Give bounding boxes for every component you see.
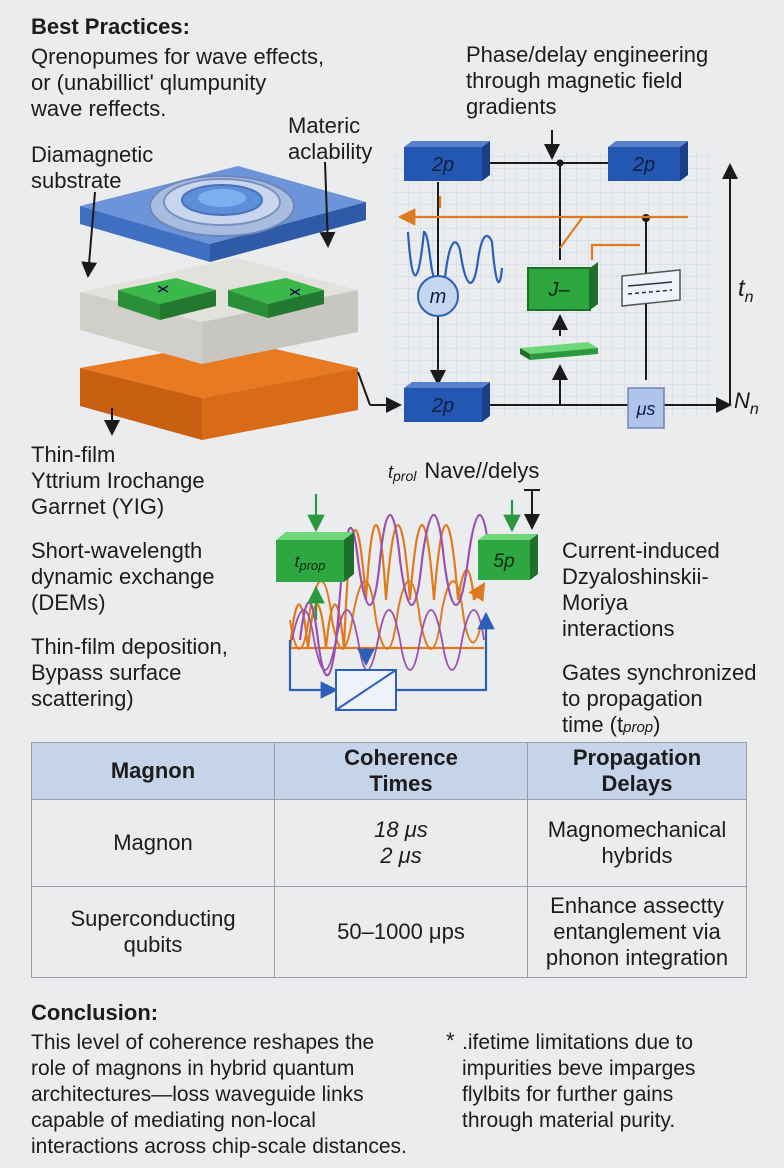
box-j: J– [527, 262, 598, 311]
svg-text:2p: 2p [431, 395, 454, 417]
table-cell: Magnon [31, 799, 275, 887]
short-wavelength-label: Short-wavelength dynamic exchange (DEMs) [31, 538, 215, 615]
conclusion-heading: Conclusion: [31, 1000, 159, 1025]
conclusion-text: This level of coherence reshapes the rol… [31, 1031, 407, 1158]
table-header-row: Magnon Coherence Times Propagation Delay… [31, 742, 747, 800]
table-cell: Enhance assectty entanglement via phonon… [527, 886, 747, 978]
diamagnetic-label: Diamagnetic substrate [31, 142, 154, 193]
green-plate [520, 342, 598, 360]
materic-pointer [319, 161, 336, 248]
table-cell: Magnomechanical hybrids [527, 799, 747, 887]
note-text: .ifetime limitations due to impurities b… [462, 1031, 696, 1132]
n-n-label: Nn [734, 388, 759, 418]
table-cell: Superconducting qubits [31, 886, 275, 978]
deposition-label: Thin-film deposition, Bypass surface sca… [31, 634, 228, 711]
box-t-prop: tprop [276, 532, 354, 582]
header-coherence-times: Coherence Times [274, 742, 528, 800]
yig-layer [80, 340, 358, 440]
svg-text:5p: 5p [493, 551, 514, 572]
box-2p-bottom-left: 2p [404, 382, 490, 422]
current-induced-label: Current-induced Dzyaloshinskii- Moriya i… [562, 538, 720, 641]
box-mus: μs [627, 387, 665, 429]
best-practices-text: Qrenopumes for wave effects, or (unabill… [31, 44, 325, 121]
svg-text:2p: 2p [632, 154, 655, 176]
box-2p-top-left: 2p [404, 141, 490, 181]
comparison-table: Magnon Coherence Times Propagation Delay… [31, 742, 747, 978]
middle-layer [80, 258, 358, 364]
yig-label: Thin-film Yttrium Irochange Garrnet (YIG… [31, 442, 205, 519]
header-magnon: Magnon [31, 742, 275, 800]
channel-component [621, 269, 681, 307]
gates-label: Gates synchronized to propagation time (… [562, 660, 757, 737]
svg-text:J–: J– [547, 279, 570, 301]
note-star: * [446, 1028, 455, 1053]
table-cell: 18 μs 2 μs [274, 799, 528, 887]
diamagnetic-pointer [81, 191, 98, 278]
phase-delay-label: Phase/delay engineering through magnetic… [466, 42, 709, 119]
header-propagation-delays: Propagation Delays [527, 742, 747, 800]
svg-text:2p: 2p [431, 154, 454, 176]
best-practices-heading: Best Practices: [31, 14, 190, 39]
box-2p-top-right: 2p [608, 141, 688, 181]
gate-box [335, 669, 397, 711]
svg-text:tprop: tprop [295, 552, 326, 573]
materic-label: Materic aclability [288, 113, 373, 164]
t-n-label: tn [738, 275, 754, 306]
table-row: Superconducting qubits 50–1000 μps Enhan… [31, 886, 747, 978]
svg-text:m: m [430, 286, 447, 308]
box-5p: 5p [478, 534, 538, 580]
table-row: Magnon 18 μs 2 μs Magnomechanical hybrid… [31, 799, 747, 887]
svg-text:μs: μs [636, 399, 656, 419]
table-cell: 50–1000 μps [274, 886, 528, 978]
circle-m: m [417, 275, 459, 317]
